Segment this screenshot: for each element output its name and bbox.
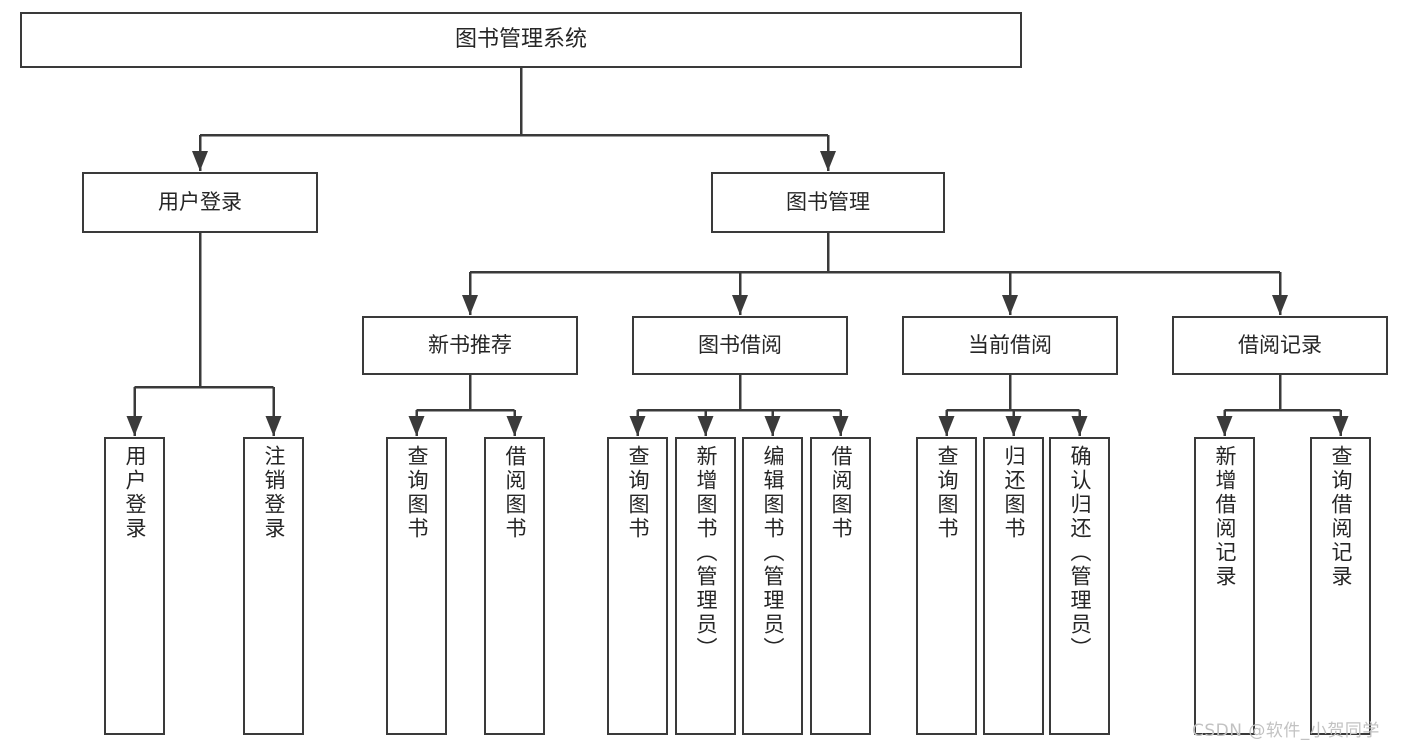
node-label: 新增借阅记录	[1213, 445, 1237, 589]
node-label: 用户登录	[123, 445, 147, 541]
node-leaf-query-book-cur: 查询图书	[916, 437, 977, 735]
node-label: 注销登录	[262, 445, 286, 541]
node-label: 借阅图书	[503, 445, 527, 541]
node-leaf-borrow-book: 借阅图书	[810, 437, 871, 735]
node-root: 图书管理系统	[20, 12, 1022, 68]
node-label: 新增图书（管理员）	[694, 445, 718, 661]
node-label: 借阅图书	[829, 445, 853, 541]
node-leaf-add-book: 新增图书（管理员）	[675, 437, 736, 735]
node-label: 图书借阅	[698, 333, 782, 358]
node-label: 确认归还（管理员）	[1068, 445, 1092, 661]
node-leaf-edit-book: 编辑图书（管理员）	[742, 437, 803, 735]
node-leaf-add-record: 新增借阅记录	[1194, 437, 1255, 735]
node-book-borrow: 图书借阅	[632, 316, 848, 375]
node-label: 查询借阅记录	[1329, 445, 1353, 589]
node-label: 查询图书	[405, 445, 429, 541]
node-leaf-user-login: 用户登录	[104, 437, 165, 735]
node-leaf-query-book: 查询图书	[607, 437, 668, 735]
node-leaf-query-record: 查询借阅记录	[1310, 437, 1371, 735]
node-user-login: 用户登录	[82, 172, 318, 233]
node-label: 图书管理	[786, 190, 870, 215]
node-label: 用户登录	[158, 190, 242, 215]
node-leaf-return-book: 归还图书	[983, 437, 1044, 735]
node-label: 查询图书	[626, 445, 650, 541]
node-borrow-record: 借阅记录	[1172, 316, 1388, 375]
node-current-borrow: 当前借阅	[902, 316, 1118, 375]
node-label: 当前借阅	[968, 333, 1052, 358]
csdn-watermark: CSDN @软件_小贺同学	[1192, 721, 1380, 741]
node-leaf-borrow-book-new: 借阅图书	[484, 437, 545, 735]
node-new-book-recommend: 新书推荐	[362, 316, 578, 375]
node-leaf-query-book-new: 查询图书	[386, 437, 447, 735]
node-label: 借阅记录	[1238, 333, 1322, 358]
node-label: 新书推荐	[428, 333, 512, 358]
node-label: 图书管理系统	[454, 27, 587, 53]
node-label: 编辑图书（管理员）	[761, 445, 785, 661]
node-leaf-logout: 注销登录	[243, 437, 304, 735]
node-label: 查询图书	[935, 445, 959, 541]
node-book-management: 图书管理	[711, 172, 945, 233]
node-label: 归还图书	[1002, 445, 1026, 541]
node-leaf-confirm-return: 确认归还（管理员）	[1049, 437, 1110, 735]
